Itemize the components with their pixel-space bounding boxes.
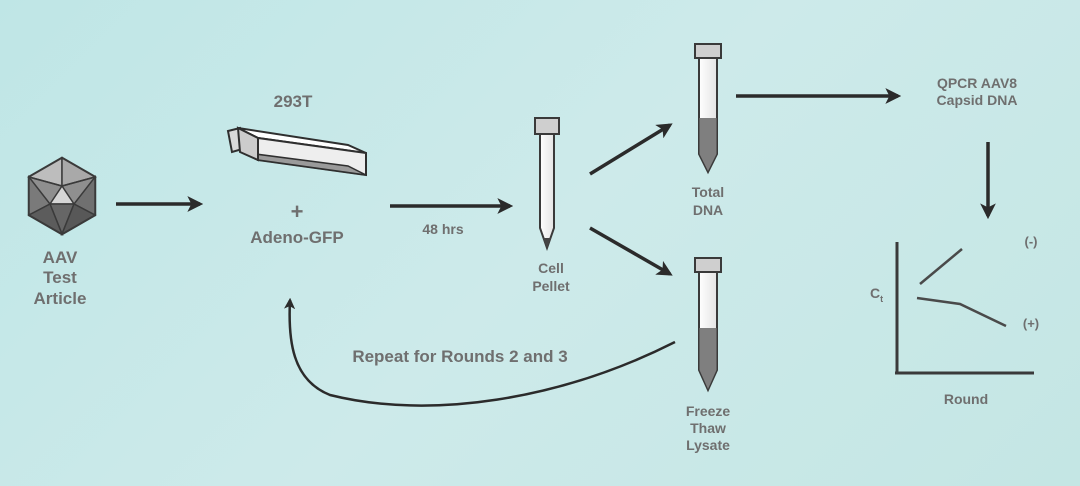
positive-trend-line: [916, 296, 1007, 328]
negative-label: (-): [1025, 234, 1038, 249]
adeno-label: Adeno-GFP: [250, 228, 344, 247]
ct-axis-main: C: [870, 285, 880, 301]
aav-label-line3: Article: [34, 289, 87, 308]
round-axis-label: Round: [944, 391, 988, 407]
qpcr-label-line2: Capsid DNA: [937, 92, 1018, 108]
arrow-pellet-to-total-dna: [589, 123, 673, 176]
negative-trend-line: [919, 248, 963, 285]
arrow-pellet-to-lysate: [589, 226, 673, 276]
aav-label-line1: AAV: [43, 248, 78, 267]
pellet-label-line1: Cell: [538, 260, 564, 276]
time-label: 48 hrs: [422, 221, 463, 237]
lysate-label-line2: Thaw: [690, 420, 726, 436]
ct-round-plot: [895, 242, 1034, 375]
virus-icon: [27, 156, 97, 237]
pellet-label-line2: Pellet: [532, 278, 570, 294]
tube-icon: [534, 117, 560, 252]
tube-icon: [694, 43, 722, 175]
positive-label: (+): [1023, 316, 1039, 331]
lysate-label-line1: Freeze: [686, 403, 731, 419]
plus-sign: +: [291, 199, 304, 224]
cell-line-label: 293T: [274, 92, 313, 111]
ct-axis-sub: t: [880, 294, 883, 304]
total-dna-label-line1: Total: [692, 184, 724, 200]
repeat-arrow: [283, 297, 676, 407]
flask-icon: [226, 126, 367, 177]
lysate-label-line3: Lysate: [686, 437, 730, 453]
qpcr-label-line1: QPCR AAV8: [937, 75, 1017, 91]
repeat-label: Repeat for Rounds 2 and 3: [352, 347, 567, 366]
tube-icon: [694, 257, 722, 393]
aav-label-line2: Test: [43, 268, 77, 287]
total-dna-label-line2: DNA: [693, 202, 723, 218]
ct-axis-label: Ct: [870, 285, 883, 304]
